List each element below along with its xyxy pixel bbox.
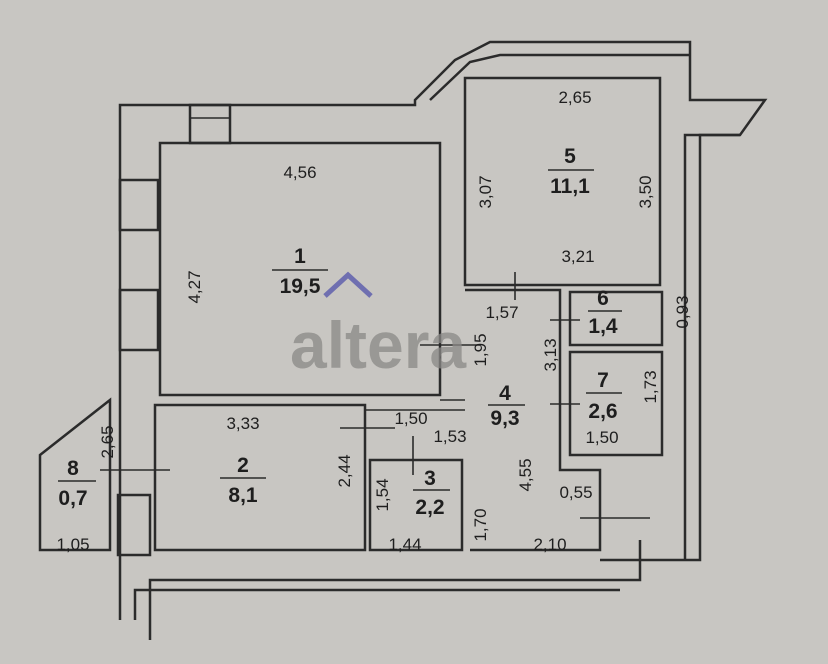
dim-r4-bottom: 2,10 [533, 535, 566, 554]
dimension-labels: 4,56 4,27 2,65 3,07 3,50 3,21 0,93 1,57 … [56, 88, 692, 554]
dim-r6-outer: 0,93 [673, 295, 692, 328]
dim-r2-height: 2,44 [335, 454, 354, 487]
dim-r8-width: 1,05 [56, 535, 89, 554]
dim-r7-height: 1,73 [641, 370, 660, 403]
room-4-outline [465, 288, 602, 552]
dim-r8-diag: 2,65 [98, 425, 117, 458]
dim-r4-low: 1,70 [471, 508, 490, 541]
room-6-outline [568, 290, 664, 347]
door-ticks [100, 272, 650, 519]
room-8-outline [38, 397, 112, 552]
dim-r5-right: 3,50 [636, 175, 655, 208]
room-1-outline [158, 141, 442, 397]
room-1-area: 19,5 [280, 275, 321, 298]
room-4-area: 9,3 [490, 407, 519, 430]
room-3-area: 2,2 [415, 496, 444, 519]
room-5-area: 11,1 [550, 175, 590, 198]
dim-r3-top: 1,53 [433, 427, 466, 446]
room-2-outline [153, 403, 367, 552]
room-7-area: 2,6 [588, 400, 617, 423]
room-8-number: 8 [67, 457, 79, 480]
outer-walls [118, 40, 768, 640]
dim-r5-bottom: 3,21 [561, 247, 594, 266]
dim-entry: 0,55 [559, 483, 592, 502]
watermark-logo-icon [323, 271, 373, 298]
room-2-number: 2 [237, 454, 249, 477]
dim-r4-side: 3,13 [541, 338, 560, 371]
room-4-number: 4 [499, 382, 511, 405]
dim-r3-width: 1,44 [388, 535, 421, 554]
room-3-outline [368, 458, 464, 552]
dim-r5-left: 3,07 [476, 175, 495, 208]
dim-r4-door: 1,95 [471, 333, 490, 366]
dim-r2-width: 3,33 [226, 414, 259, 433]
room-6-area: 1,4 [588, 315, 618, 338]
dim-r4-top: 1,57 [485, 303, 518, 322]
dim-r4-length: 4,55 [516, 458, 535, 491]
room-6-number: 6 [597, 287, 609, 310]
room-3-number: 3 [424, 467, 436, 490]
room-2-area: 8,1 [228, 484, 258, 507]
room-7-number: 7 [597, 369, 609, 392]
windows [116, 103, 232, 557]
room-5-outline [463, 76, 662, 287]
room-8-area: 0,7 [58, 487, 87, 510]
room-labels: 1 19,5 2 8,1 3 2,2 4 9,3 5 11,1 6 1,4 7 … [58, 145, 622, 519]
dim-r7-width: 1,50 [585, 428, 618, 447]
dim-r1-width: 4,56 [283, 163, 316, 182]
dim-r1-height: 4,27 [185, 270, 204, 303]
dim-r3-height: 1,54 [373, 478, 392, 511]
room-5-number: 5 [564, 145, 576, 168]
watermark: altera [290, 308, 467, 382]
dim-r5-top: 2,65 [558, 88, 591, 107]
dim-hall-width: 1,50 [394, 409, 427, 428]
room-1-number: 1 [294, 245, 306, 268]
